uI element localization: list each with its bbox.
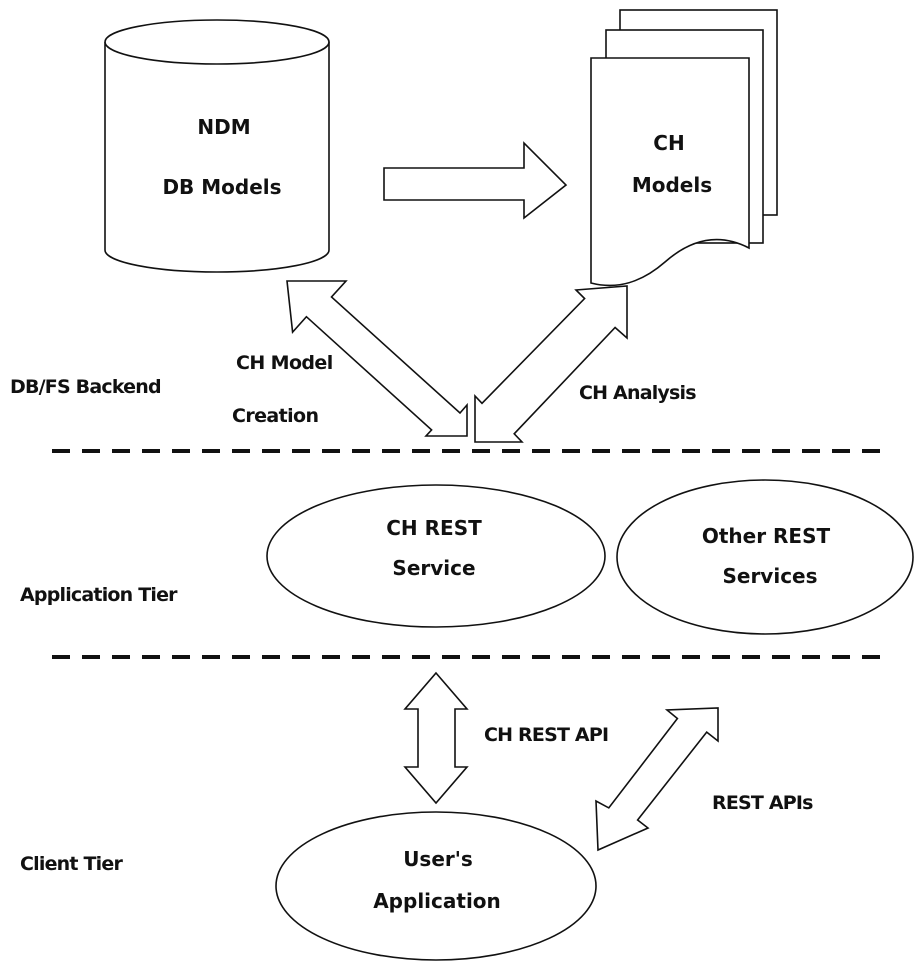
ch-model-label: CH Model (236, 352, 333, 374)
ch-models-documents (590, 9, 778, 287)
ch-rest-label: CH REST (386, 516, 482, 540)
rest-apis-label: REST APIs (712, 792, 813, 814)
ch-rest-api-label: CH REST API (484, 724, 608, 746)
service-label: Service (392, 556, 475, 580)
creation-label: Creation (232, 405, 318, 427)
other-rest-services-ellipse (616, 479, 914, 635)
transform-arrow (383, 141, 568, 220)
db-fs-backend-label: DB/FS Backend (10, 376, 161, 398)
services-label: Services (722, 564, 817, 588)
ch-label: CH (653, 131, 684, 155)
other-rest-label: Other REST (702, 524, 831, 548)
ch-rest-service-ellipse (266, 484, 606, 628)
rest-apis-arrow (595, 707, 719, 852)
users-label: User's (403, 847, 473, 871)
application-tier-label: Application Tier (20, 584, 178, 606)
client-tier-label: Client Tier (20, 853, 123, 875)
ch-rest-api-arrow (403, 671, 469, 805)
models-label: Models (632, 173, 712, 197)
users-application-ellipse (275, 811, 597, 961)
ndm-database-cylinder (104, 19, 330, 273)
db-models-label: DB Models (162, 175, 281, 199)
application-label: Application (373, 889, 501, 913)
ch-model-creation-arrow (286, 280, 468, 437)
ch-analysis-label: CH Analysis (579, 382, 696, 404)
ndm-label: NDM (197, 115, 250, 139)
ch-analysis-arrow (474, 285, 628, 443)
